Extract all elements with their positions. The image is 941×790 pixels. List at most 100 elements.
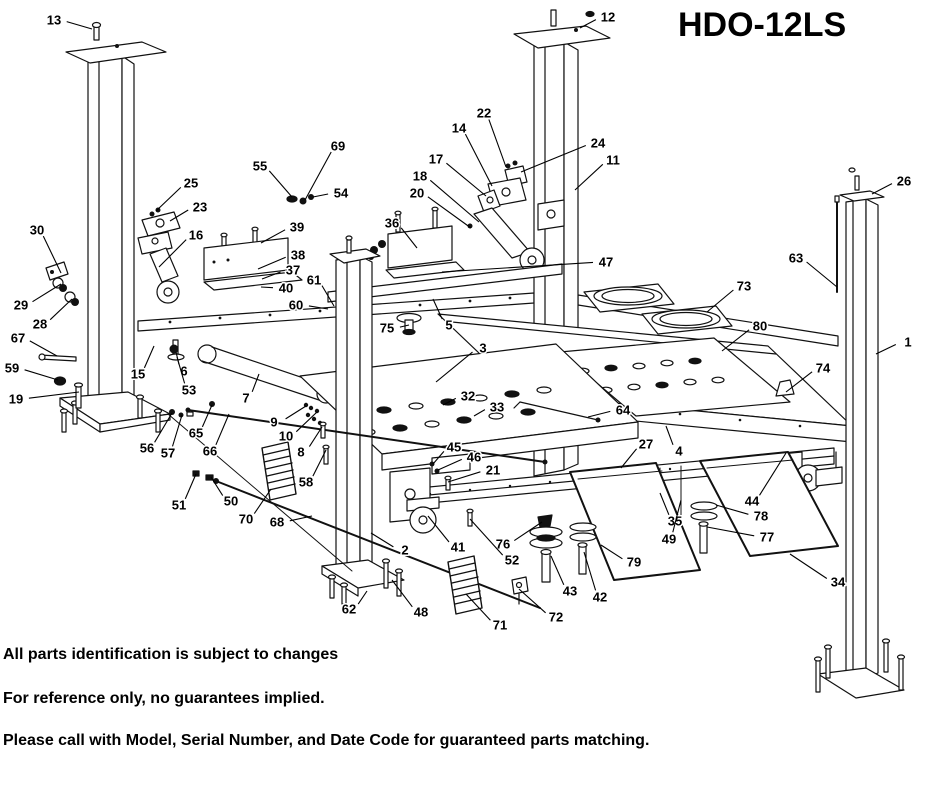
callout-63: 63 xyxy=(787,249,838,288)
callout-34: 34 xyxy=(789,553,847,591)
jack-stand xyxy=(775,379,795,397)
part-number-10: 10 xyxy=(279,429,293,444)
part-number-57: 57 xyxy=(161,446,175,461)
part-number-11: 11 xyxy=(606,153,620,168)
part-number-3: 3 xyxy=(479,341,486,356)
disclaimer-line-2: For reference only, no guarantees implie… xyxy=(3,690,325,707)
callout-2: 2 xyxy=(370,532,410,559)
callout-33: 33 xyxy=(473,398,506,417)
part-number-54: 54 xyxy=(334,186,349,201)
part-number-40: 40 xyxy=(279,281,293,296)
part-number-41: 41 xyxy=(451,540,465,555)
part-number-13: 13 xyxy=(47,13,61,28)
callout-9: 9 xyxy=(269,405,307,431)
deck-plate xyxy=(559,337,791,417)
part-number-53: 53 xyxy=(182,383,196,398)
part-number-15: 15 xyxy=(131,367,145,382)
part-number-46: 46 xyxy=(467,450,481,465)
callout-18: 18 xyxy=(411,167,480,223)
callout-49: 49 xyxy=(660,499,682,548)
page-title: HDO-12LS xyxy=(678,6,847,44)
part-number-7: 7 xyxy=(242,391,249,406)
part-number-44: 44 xyxy=(745,494,760,509)
callout-71: 71 xyxy=(465,593,509,634)
callout-28: 28 xyxy=(31,298,73,333)
callout-54: 54 xyxy=(312,184,350,202)
part-number-47: 47 xyxy=(599,255,613,270)
part-number-61: 61 xyxy=(307,273,321,288)
coil-spring-rear xyxy=(261,441,297,501)
callout-20: 20 xyxy=(408,184,472,229)
callout-78: 78 xyxy=(715,504,770,525)
callout-59: 59 xyxy=(3,359,59,381)
callout-68: 68 xyxy=(268,513,313,531)
callout-51: 51 xyxy=(170,473,197,514)
part-number-73: 73 xyxy=(737,279,751,294)
part-number-21: 21 xyxy=(486,463,500,478)
callout-4: 4 xyxy=(665,425,685,460)
part-number-38: 38 xyxy=(291,248,305,263)
callout-39: 39 xyxy=(260,218,306,244)
callout-47: 47 xyxy=(441,253,615,273)
part-number-8: 8 xyxy=(297,445,304,460)
part-number-51: 51 xyxy=(172,498,186,513)
part-number-12: 12 xyxy=(601,10,615,25)
callout-29: 29 xyxy=(12,283,62,314)
lift-illustration xyxy=(38,9,906,699)
left-latch-assembly xyxy=(137,207,181,304)
callout-8: 8 xyxy=(296,426,323,461)
callout-30: 30 xyxy=(28,221,62,274)
callout-76: 76 xyxy=(494,521,543,553)
lock-plate-left xyxy=(203,226,303,291)
callout-64: 64 xyxy=(587,401,632,419)
part-number-60: 60 xyxy=(289,298,303,313)
part-number-37: 37 xyxy=(286,263,300,278)
part-number-72: 72 xyxy=(549,610,563,625)
part-number-64: 64 xyxy=(616,403,631,418)
fastener-cluster xyxy=(286,194,314,205)
part-number-36: 36 xyxy=(385,216,399,231)
callout-3: 3 xyxy=(435,339,488,383)
part-number-27: 27 xyxy=(639,437,653,452)
callout-55: 55 xyxy=(251,157,293,198)
callout-48: 48 xyxy=(391,579,430,621)
small-hardware xyxy=(38,261,529,605)
part-number-78: 78 xyxy=(754,509,768,524)
callout-50: 50 xyxy=(210,476,240,510)
callout-23: 23 xyxy=(169,198,209,222)
part-number-70: 70 xyxy=(239,512,253,527)
part-number-59: 59 xyxy=(5,361,19,376)
callout-38: 38 xyxy=(257,246,307,270)
part-number-29: 29 xyxy=(14,298,28,313)
callout-1: 1 xyxy=(875,333,913,355)
part-number-22: 22 xyxy=(477,106,491,121)
part-number-4: 4 xyxy=(675,444,683,459)
callout-67: 67 xyxy=(9,329,58,357)
top-rail xyxy=(327,263,563,303)
callout-12: 12 xyxy=(579,8,617,29)
part-number-67: 67 xyxy=(11,331,25,346)
callout-24: 24 xyxy=(520,134,607,173)
part-number-2: 2 xyxy=(401,543,408,558)
callout-58: 58 xyxy=(297,449,327,491)
callout-56: 56 xyxy=(138,412,173,457)
callout-62: 62 xyxy=(340,590,368,618)
lock-rod xyxy=(513,401,601,423)
part-number-56: 56 xyxy=(140,441,154,456)
rear-left-post xyxy=(59,21,171,433)
callout-13: 13 xyxy=(45,11,93,30)
cables xyxy=(167,407,548,609)
part-number-68: 68 xyxy=(270,515,284,530)
part-number-42: 42 xyxy=(593,590,607,605)
callout-46: 46 xyxy=(437,448,483,471)
callout-73: 73 xyxy=(706,277,753,313)
support-foot xyxy=(396,312,422,336)
center-latch-assembly xyxy=(467,160,565,273)
part-number-79: 79 xyxy=(627,555,641,570)
washer-foot xyxy=(167,339,185,361)
callout-44: 44 xyxy=(743,452,787,510)
part-number-28: 28 xyxy=(33,317,47,332)
part-number-74: 74 xyxy=(816,361,831,376)
part-number-45: 45 xyxy=(447,440,461,455)
